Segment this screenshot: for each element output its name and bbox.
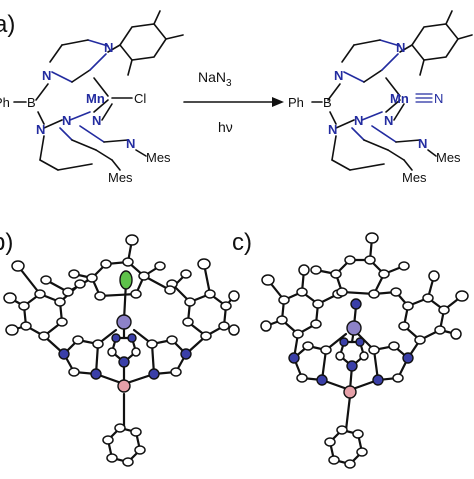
left-n-ring: N (42, 68, 51, 83)
right-n-lower-4: N (418, 136, 427, 151)
right-triple-bond (415, 93, 433, 103)
left-imidazole-lower (37, 99, 129, 171)
right-imidazole-top (341, 39, 413, 97)
nitride-atom-c (350, 298, 362, 310)
reagent-subscript: 3 (226, 78, 232, 89)
right-n-top: N (396, 40, 405, 55)
irradiation-label: hν (218, 119, 233, 135)
left-chloride: Cl (134, 91, 146, 106)
right-mes-label-1: Mes (436, 150, 461, 165)
crystal-structure-c (260, 232, 469, 469)
left-n-lower-1: N (36, 122, 45, 137)
reaction-arrow (183, 97, 284, 107)
left-n-lower-3: N (92, 113, 101, 128)
left-mes-label-2: Mes (108, 170, 133, 185)
right-n-ring: N (334, 68, 343, 83)
panel-label-a: a) (0, 11, 15, 38)
right-n-lower-3: N (384, 113, 393, 128)
right-phenyl: Ph (288, 95, 304, 110)
left-mes-label-1: Mes (146, 150, 171, 165)
left-manganese: Mn (86, 91, 105, 106)
left-boron: B (27, 95, 36, 110)
reagent-text: NaN (198, 69, 226, 85)
left-complex: N N Ph B N N N N Mn Cl (0, 10, 184, 185)
left-n-lower-2: N (62, 113, 71, 128)
boron-atom-b (117, 379, 131, 393)
left-imidazole-top (49, 39, 121, 97)
right-imidazole-lower (329, 99, 421, 171)
left-n-top: N (104, 40, 113, 55)
right-mes-label-2: Mes (402, 170, 427, 185)
right-n-lower-2: N (354, 113, 363, 128)
manganese-atom-c (346, 320, 362, 336)
chlorine-atom-b (119, 270, 133, 290)
right-boron: B (323, 95, 332, 110)
left-mesityl-top (119, 10, 184, 76)
right-complex: N N Ph B N N N N Mn (288, 10, 473, 185)
structure-c-atoms (260, 232, 469, 469)
manganese-atom-b (116, 314, 132, 330)
right-manganese: Mn (390, 91, 409, 106)
right-nitride: N (434, 91, 443, 106)
boron-atom-c (343, 385, 357, 399)
right-mesityl-top (411, 10, 473, 76)
left-n-lower-4: N (126, 136, 135, 151)
left-phenyl: Ph (0, 95, 10, 110)
right-n-lower-1: N (328, 122, 337, 137)
panel-label-b: b) (0, 229, 13, 256)
reagent-label: NaN3 (198, 69, 232, 89)
structure-b-atoms (3, 234, 240, 467)
crystal-structure-b (3, 234, 240, 467)
panel-label-c: c) (232, 229, 252, 256)
